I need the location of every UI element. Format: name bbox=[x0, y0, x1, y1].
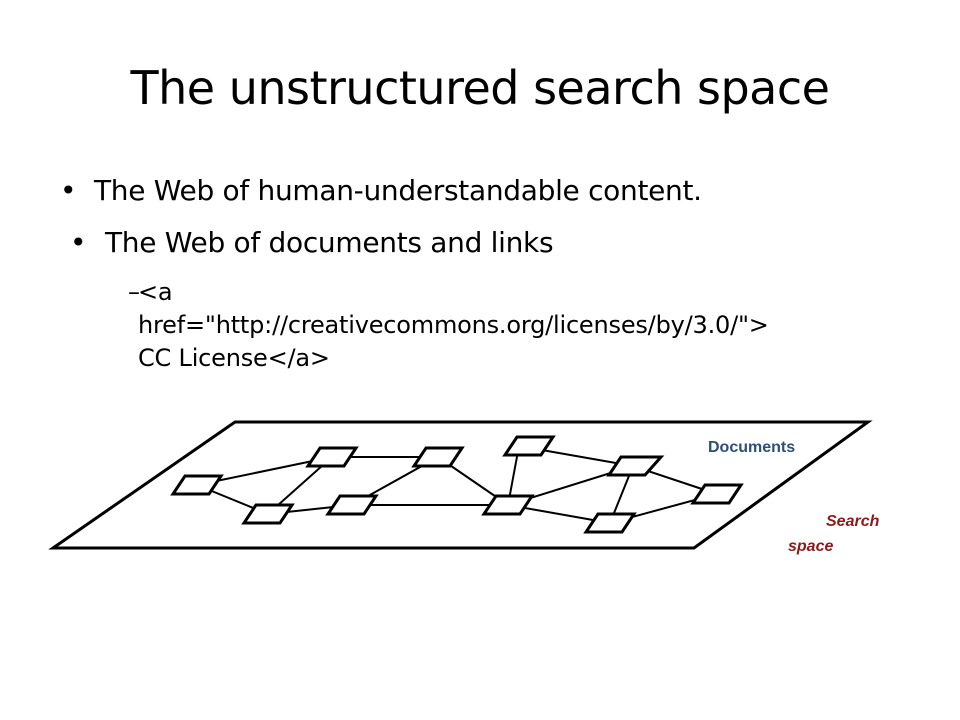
bullet-symbol: • bbox=[60, 174, 77, 207]
bullet-item: • The Web of documents and links bbox=[60, 224, 920, 262]
document-node bbox=[481, 494, 535, 516]
document-nodes bbox=[170, 435, 744, 534]
slide-title: The unstructured search space bbox=[130, 61, 830, 115]
search-space-label: Search bbox=[826, 513, 880, 530]
bullet-symbol: • bbox=[70, 226, 87, 259]
document-node bbox=[411, 446, 465, 468]
documents-label: Documents bbox=[708, 439, 795, 456]
document-node bbox=[305, 446, 359, 468]
document-node bbox=[502, 435, 556, 457]
bullet-text: The Web of documents and links bbox=[105, 226, 554, 259]
document-node bbox=[583, 512, 637, 534]
bullet-item: • The Web of human-understandable conten… bbox=[60, 172, 920, 210]
document-node bbox=[325, 494, 379, 516]
bullet-text: The Web of human-understandable content. bbox=[94, 174, 702, 207]
sub-bullet-text: <a href="http://creativecommons.org/lice… bbox=[138, 278, 769, 372]
document-node bbox=[170, 474, 224, 496]
document-node bbox=[606, 455, 665, 477]
bullet-list: • The Web of human-understandable conten… bbox=[60, 172, 920, 375]
document-node bbox=[690, 483, 744, 505]
document-node bbox=[241, 503, 295, 525]
search-space-label: space bbox=[788, 538, 833, 555]
sub-bullet-item: – <a href="http://creativecommons.org/li… bbox=[60, 276, 920, 375]
search-space-plane bbox=[48, 420, 873, 550]
sub-bullet-symbol: – bbox=[128, 278, 140, 306]
